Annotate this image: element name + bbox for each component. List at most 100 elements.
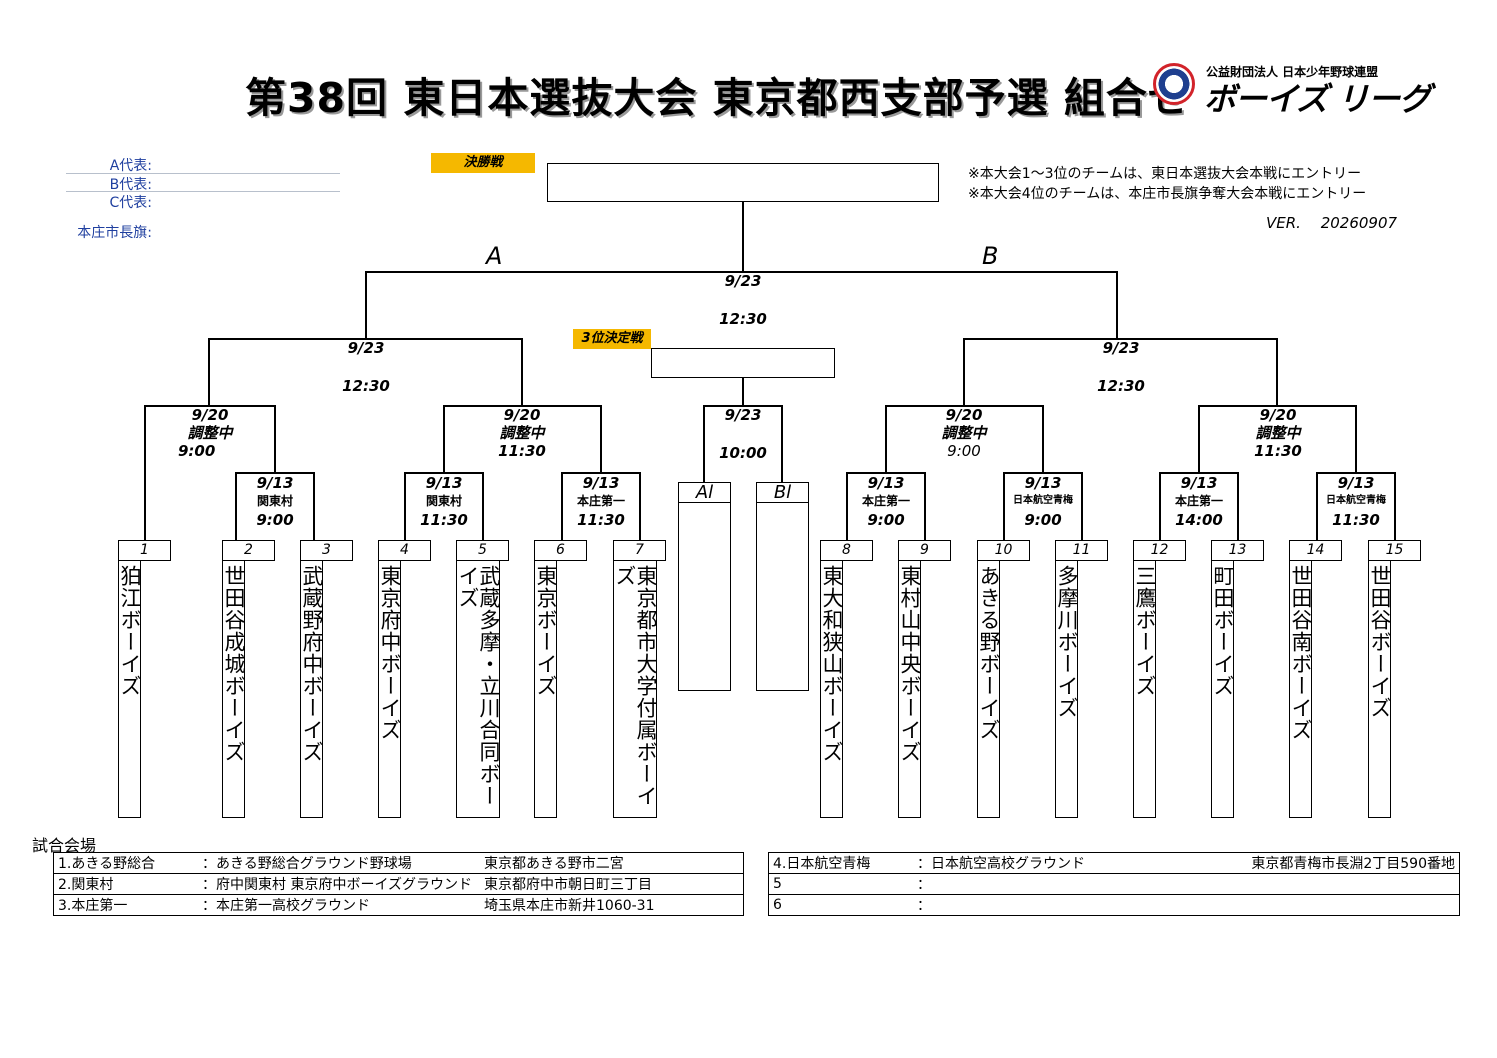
match-time: 11:30 (1332, 511, 1380, 529)
team-name: 狛江ボーイズ (118, 561, 142, 818)
venue-address: 東京都府中市朝日町三丁目 (480, 873, 744, 895)
match-venue: 本庄第一 (576, 494, 625, 508)
match-venue: 関東村 (425, 494, 462, 508)
match-date: 9/20 (1259, 406, 1297, 424)
note-1: ※本大会1～3位のチームは、東日本選抜大会本戦にエントリー (968, 166, 1362, 182)
match-date: 9/13 (256, 474, 294, 492)
match-venue: 本庄第一 (1174, 494, 1223, 508)
team-number: 1 (118, 540, 171, 561)
match-venue: 調整中 (187, 424, 233, 442)
team-name: 多摩川ボーイズ (1055, 561, 1079, 818)
match-time: 12:30 (719, 310, 767, 328)
final-winner-box (547, 163, 939, 202)
match-r1-3: 9/13 本庄第一 11:30 (561, 474, 641, 530)
match-time: 9:00 (178, 442, 216, 460)
match-semi-a: 9/23 12:30 (306, 339, 426, 395)
venue-ground: ：あきる野総合グラウンド野球場 (198, 852, 480, 874)
logo-org-name: 公益財団法人 日本少年野球連盟 (1206, 65, 1379, 79)
venue-address: 東京都あきる野市二宮 (480, 852, 744, 874)
team-number: 14 (1289, 540, 1342, 561)
match-time: 14:00 (1175, 511, 1223, 529)
team-name: 東京都市大学付属ボーイズ (613, 561, 658, 818)
venue-name: 2.関東村 (53, 873, 198, 895)
side-a-label: A (486, 242, 503, 270)
boys-league-logo-icon (1153, 63, 1195, 105)
team-entry: 12 三鷹ボーイズ (1133, 540, 1186, 818)
venues-title: 試合会場 (32, 836, 97, 855)
match-time: 10:00 (719, 444, 767, 462)
match-qf2: 9/20 調整中 11:30 (462, 406, 582, 460)
match-date: 9/23 (724, 406, 762, 424)
match-venue: 関東村 (256, 494, 293, 508)
team-name: 東村山中央ボーイズ (898, 561, 922, 818)
team-number: 12 (1133, 540, 1186, 561)
team-number: 9 (898, 540, 951, 561)
venue-name: 5 (768, 873, 913, 895)
venue-address: 東京都青梅市長淵2丁目590番地 (1195, 852, 1460, 874)
third-place-slot-b: Bl (756, 482, 809, 691)
third-place-badge: 3位決定戦 (573, 329, 651, 349)
venue-name: 1.あきる野総合 (53, 852, 198, 874)
side-b-label: B (982, 242, 999, 270)
match-time: 12:30 (342, 377, 390, 395)
match-qf1: 9/20 調整中 9:00 (150, 406, 270, 460)
venues-table-left: 1.あきる野総合 ：あきる野総合グラウンド野球場 東京都あきる野市二宮 2.関東… (53, 852, 744, 916)
match-time: 9:00 (256, 511, 294, 529)
team-name: 東大和狭山ボーイズ (820, 561, 844, 818)
match-third: 9/23 10:00 (683, 406, 803, 462)
rep-b-label: B代表: (109, 177, 152, 193)
rep-c-label: C代表: (109, 195, 153, 211)
venue-ground: ： (913, 873, 1195, 895)
venue-ground: ：府中関東村 東京府中ボーイズグラウンド (198, 873, 480, 895)
venue-ground: ：本庄第一高校グラウンド (198, 894, 480, 916)
match-r1-6: 9/13 本庄第一 14:00 (1159, 474, 1239, 530)
team-entry: 3 武蔵野府中ボーイズ (300, 540, 353, 818)
table-row: 5 ： (768, 873, 1460, 895)
team-entry: 6 東京ボーイズ (534, 540, 587, 818)
team-number: 10 (977, 540, 1030, 561)
team-name: 世田谷南ボーイズ (1289, 561, 1313, 818)
venue-address: 埼玉県本庄市新井1060-31 (480, 894, 744, 916)
team-name: 東京府中ボーイズ (378, 561, 402, 818)
logo-league-name: ボーイズ リーグ (1204, 80, 1431, 118)
team-entry: 5 武蔵多摩・立川合同ボーイズ (456, 540, 509, 818)
team-number: 8 (820, 540, 873, 561)
table-row: 6 ： (768, 894, 1460, 916)
team-entry: 8 東大和狭山ボーイズ (820, 540, 873, 818)
match-date: 9/13 (1024, 474, 1062, 492)
team-name: 世田谷成城ボーイズ (222, 561, 246, 818)
match-time: 9:00 (867, 511, 905, 529)
team-name: 武蔵野府中ボーイズ (300, 561, 324, 818)
team-entry: 7 東京都市大学付属ボーイズ (613, 540, 666, 818)
match-time: 11:30 (498, 442, 546, 460)
match-date: 9/13 (425, 474, 463, 492)
match-date: 9/23 (724, 272, 762, 290)
match-semi-b: 9/23 12:30 (1061, 339, 1181, 395)
team-number: 2 (222, 540, 275, 561)
team-number: 15 (1368, 540, 1421, 561)
team-entry: 9 東村山中央ボーイズ (898, 540, 951, 818)
match-qf3: 9/20 調整中 9:00 (904, 406, 1024, 460)
team-number: 6 (534, 540, 587, 561)
slot-body (756, 503, 809, 691)
table-row: 3.本庄第一 ：本庄第一高校グラウンド 埼玉県本庄市新井1060-31 (53, 894, 744, 916)
match-time: 9:00 (1024, 511, 1062, 529)
match-venue: 調整中 (499, 424, 545, 442)
team-entry: 2 世田谷成城ボーイズ (222, 540, 275, 818)
match-r1-4: 9/13 本庄第一 9:00 (846, 474, 926, 530)
match-date: 9/13 (867, 474, 905, 492)
table-row: 2.関東村 ：府中関東村 東京府中ボーイズグラウンド 東京都府中市朝日町三丁目 (53, 873, 744, 895)
team-number: 11 (1055, 540, 1108, 561)
match-time: 12:30 (1097, 377, 1145, 395)
team-number: 13 (1211, 540, 1264, 561)
note-2: ※本大会4位のチームは、本庄市長旗争奪大会本戦にエントリー (968, 186, 1367, 202)
rep-a-label: A代表: (109, 158, 152, 174)
match-date: 9/20 (503, 406, 541, 424)
venue-address (1195, 873, 1460, 895)
slot-body (678, 503, 731, 691)
match-time: 11:30 (420, 511, 468, 529)
venue-address (1195, 894, 1460, 916)
match-venue: 調整中 (1255, 424, 1301, 442)
team-entry: 4 東京府中ボーイズ (378, 540, 431, 818)
team-name: 東京ボーイズ (534, 561, 558, 818)
